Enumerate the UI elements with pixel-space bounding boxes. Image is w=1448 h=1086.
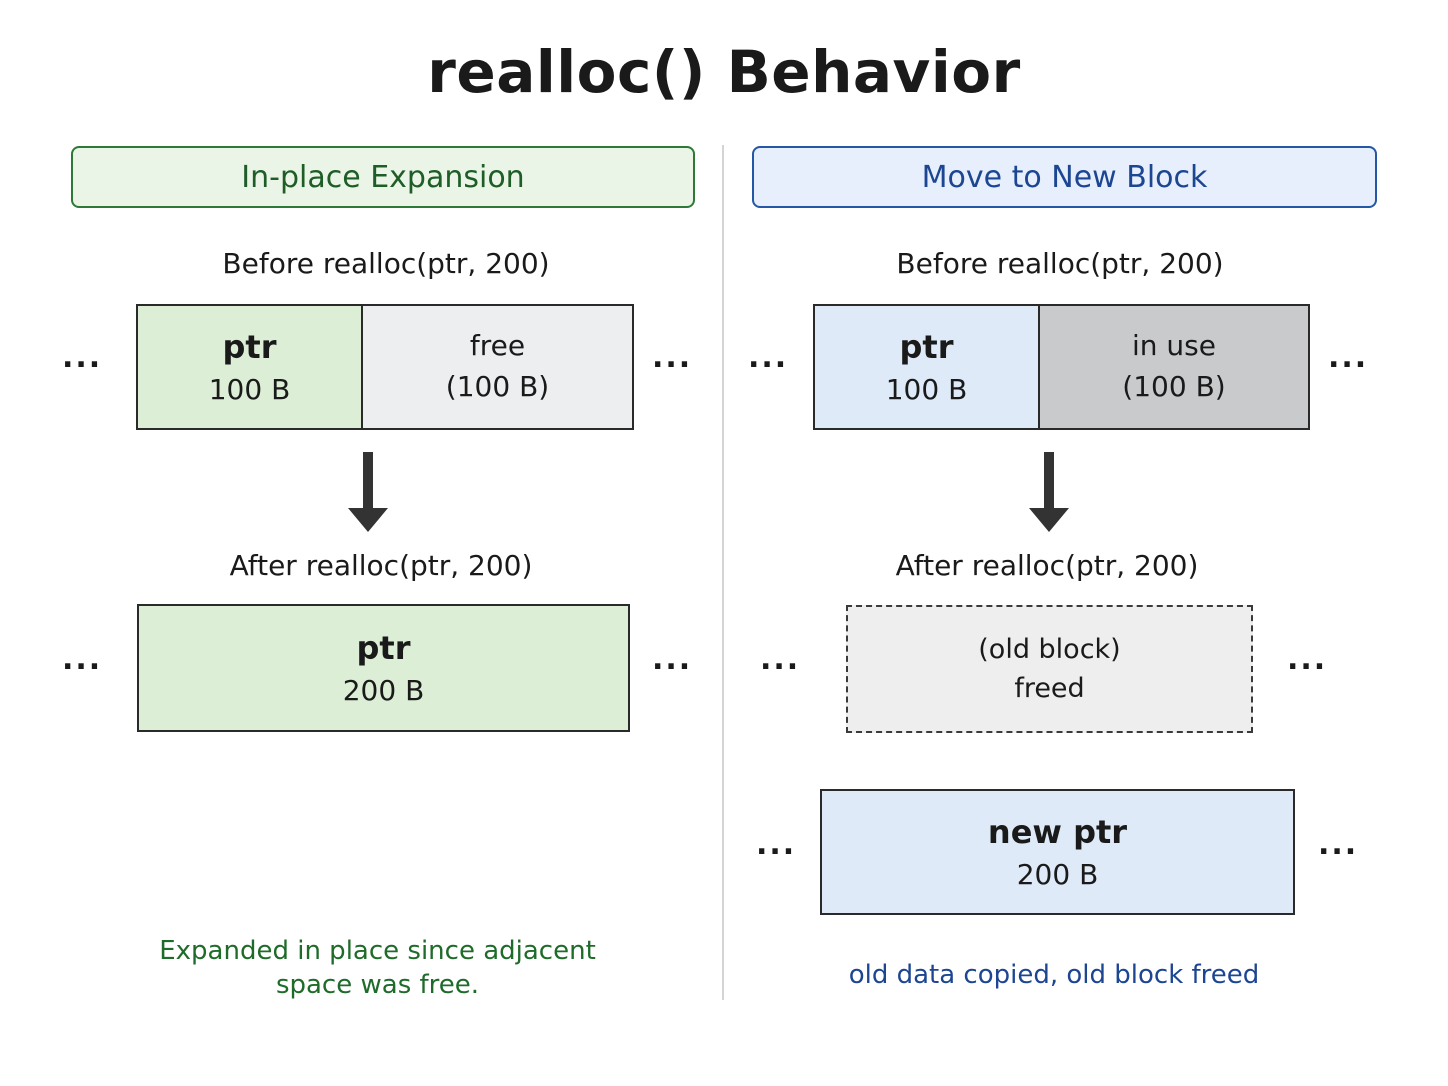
left-after-caption: After realloc(ptr, 200): [229, 549, 533, 582]
right-panel-header: Move to New Block: [752, 146, 1377, 208]
left-before-ellipsis-left: ...: [62, 340, 103, 375]
block-size: 200 B: [342, 673, 425, 707]
right-before-inuse-block: in use (100 B): [1038, 304, 1310, 430]
right-after-caption: After realloc(ptr, 200): [895, 549, 1199, 582]
right-before-caption: Before realloc(ptr, 200): [896, 247, 1224, 280]
left-before-free-block: free (100 B): [361, 304, 634, 430]
left-down-arrow: [348, 452, 388, 532]
block-size: 100 B: [885, 372, 968, 406]
left-before-caption: Before realloc(ptr, 200): [222, 247, 550, 280]
left-before-ellipsis-right: ...: [652, 340, 693, 375]
block-name: new ptr: [987, 812, 1128, 851]
diagram-title: realloc() Behavior: [427, 38, 1021, 106]
center-divider: [722, 145, 724, 1000]
right-down-arrow: [1029, 452, 1069, 532]
block-label: in use: [1132, 329, 1216, 363]
right-old-block-freed: (old block) freed: [846, 605, 1253, 733]
block-size: (100 B): [1122, 370, 1226, 403]
right-before-ellipsis-right: ...: [1328, 340, 1369, 375]
right-old-ellipsis-right: ...: [1287, 642, 1328, 677]
right-new-ellipsis-right: ...: [1318, 827, 1359, 862]
left-note: Expanded in place since adjacent space w…: [159, 936, 596, 1000]
block-label: free: [469, 329, 526, 363]
block-size: 100 B: [208, 372, 291, 406]
block-size: (100 B): [445, 370, 550, 403]
left-panel-header: In-place Expansion: [71, 146, 695, 208]
right-new-ptr-block: new ptr 200 B: [820, 789, 1295, 915]
right-old-ellipsis-left: ...: [760, 642, 801, 677]
block-name: ptr: [356, 628, 411, 667]
block-name: ptr: [222, 327, 277, 366]
block-status: freed: [1014, 673, 1085, 704]
right-note: old data copied, old block freed: [848, 960, 1260, 990]
left-before-ptr-block: ptr 100 B: [136, 304, 363, 430]
block-size: 200 B: [1016, 857, 1099, 891]
left-after-ellipsis-left: ...: [62, 642, 103, 677]
right-new-ellipsis-left: ...: [756, 827, 797, 862]
left-after-ellipsis-right: ...: [652, 642, 693, 677]
right-before-ptr-block: ptr 100 B: [813, 304, 1040, 430]
right-before-ellipsis-left: ...: [748, 340, 789, 375]
block-name: ptr: [899, 327, 954, 366]
block-label: (old block): [978, 633, 1121, 665]
left-after-ptr-block: ptr 200 B: [137, 604, 630, 732]
